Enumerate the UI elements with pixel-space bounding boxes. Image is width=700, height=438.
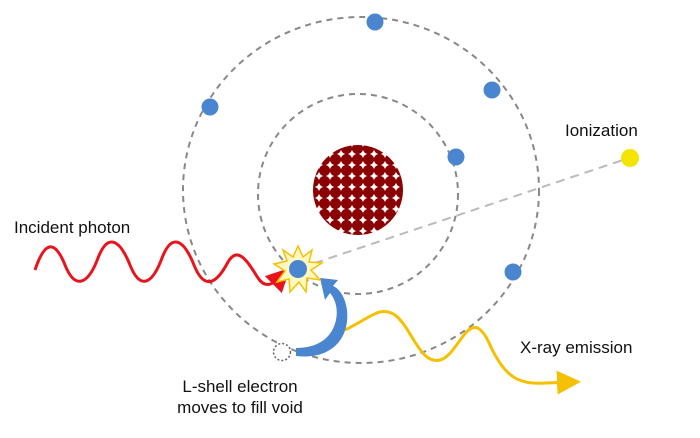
xray-emission-label: X-ray emission — [520, 338, 633, 357]
incident-photon-label: Incident photon — [14, 218, 131, 237]
electron — [201, 98, 219, 116]
ionization-path — [299, 158, 627, 269]
incident-photon-wave — [33, 240, 291, 294]
electron — [483, 81, 501, 99]
xray-emission-wave — [344, 309, 581, 395]
lshell-label-line2: moves to fill void — [177, 398, 303, 417]
inner-orbit — [257, 93, 459, 295]
nucleus — [313, 145, 403, 235]
vacancy-hole — [272, 342, 292, 362]
ejected-electron — [289, 260, 307, 278]
electron — [447, 148, 465, 166]
lshell-label: L-shell electron moves to fill void — [160, 376, 320, 418]
electron — [366, 13, 384, 31]
lshell-label-line1: L-shell electron — [182, 377, 298, 396]
fill-void-arrow — [296, 278, 348, 357]
electron — [504, 263, 522, 281]
ionized-electron — [621, 149, 639, 167]
outer-orbit — [182, 16, 540, 364]
ionization-label: Ionization — [565, 121, 638, 140]
